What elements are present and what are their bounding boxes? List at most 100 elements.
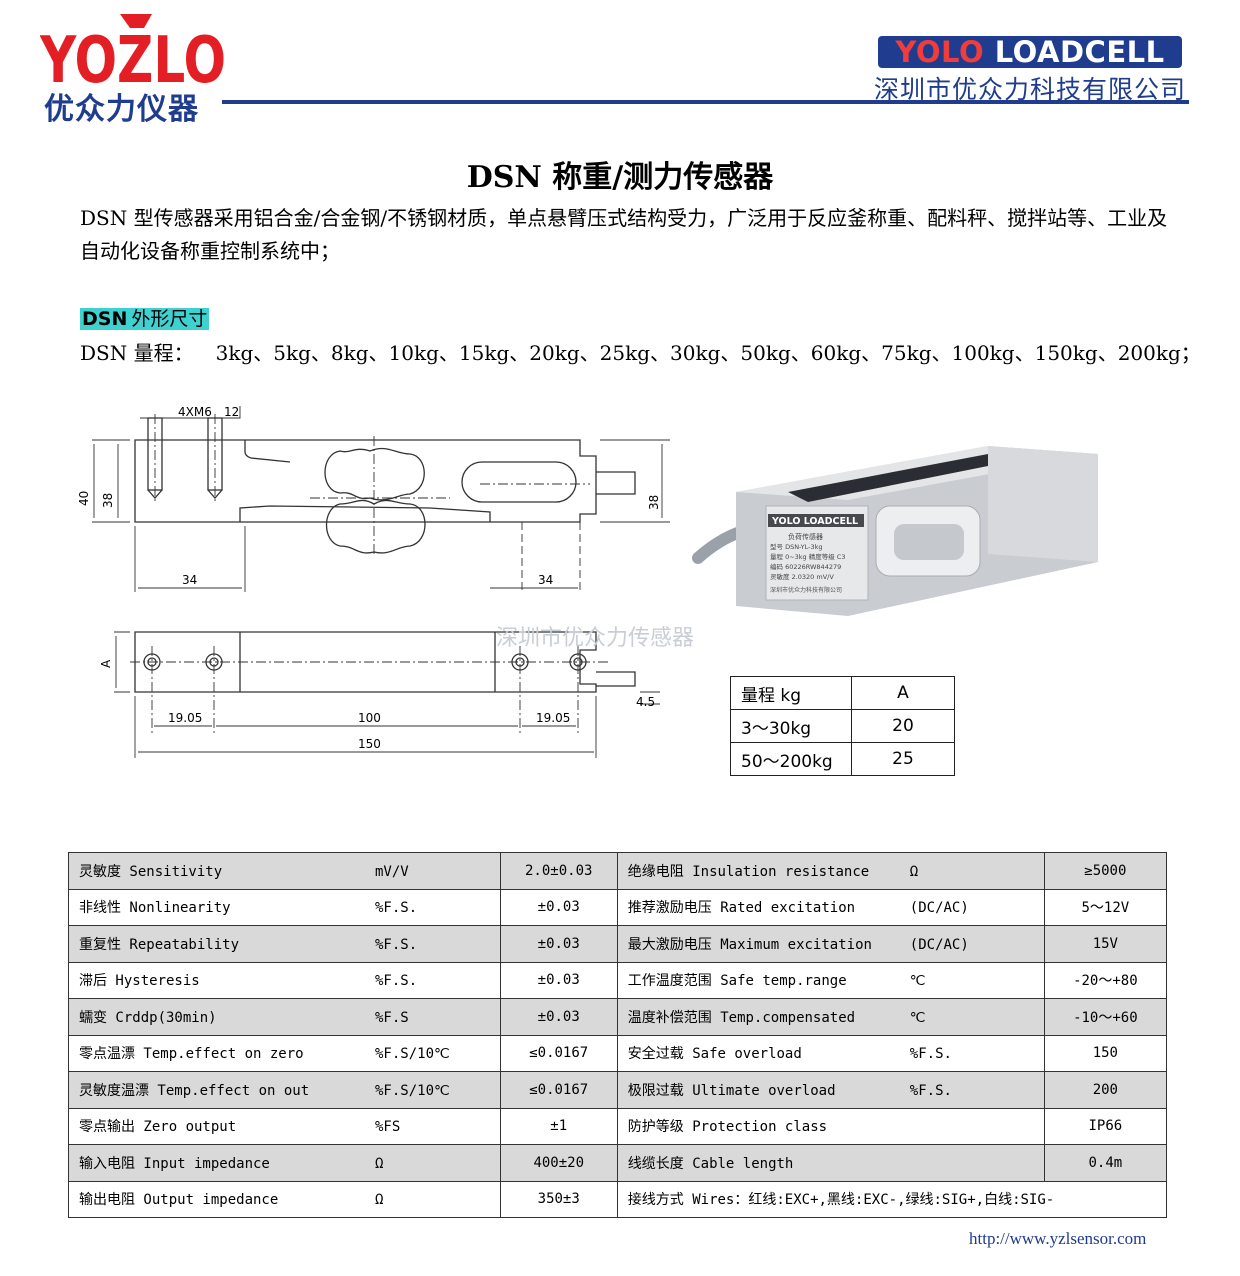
spec-right-unit: (DC/AC) xyxy=(909,900,969,917)
spec-right-unit: Ω xyxy=(909,863,919,880)
spec-left-value: 2.0±0.03 xyxy=(525,862,593,879)
spec-left-unit: mV/V xyxy=(375,863,409,880)
label-line4: 编码 60226RW844279 xyxy=(770,562,841,571)
dim-150: 150 xyxy=(358,737,381,751)
table-row: 50～200kg 25 xyxy=(730,742,955,776)
table-row: 灵敏度 Sensitivity mV/V 2.0±0.03 绝缘电阻 Insulati… xyxy=(68,852,1168,890)
spec-left-label: 非线性 Nonlinearity xyxy=(79,900,231,917)
dim-19-05-right: 19.05 xyxy=(536,711,570,725)
dim-4-5: 4.5 xyxy=(636,695,655,709)
ranges-values: 3kg、5kg、8kg、10kg、15kg、20kg、25kg、30kg、50k… xyxy=(215,341,1201,365)
dim-40: 40 xyxy=(77,491,91,506)
spec-right-label: 极限过载 Ultimate overload xyxy=(627,1082,836,1099)
slot-cutout xyxy=(461,461,577,503)
dim-38-right: 38 xyxy=(647,495,661,510)
spec-right-label: 最大激励电压 Maximum excitation xyxy=(627,936,872,953)
badge-yolo: YOLO xyxy=(895,35,985,69)
spec-left-label: 灵敏度温漂 Temp.effect on out xyxy=(79,1082,310,1099)
dim-19-05-left: 19.05 xyxy=(168,711,202,725)
spec-left-label: 灵敏度 Sensitivity xyxy=(79,863,223,880)
spec-right-value: IP66 xyxy=(1088,1118,1123,1135)
svg-text:YOLO LOADCELL: YOLO LOADCELL xyxy=(771,516,858,527)
header-divider xyxy=(222,100,1189,104)
thread-spec: 4XM6 xyxy=(178,405,212,419)
top-step-left xyxy=(244,440,291,463)
capacity-table: 量程 kg A 3～30kg 20 50～200kg 25 xyxy=(730,676,955,776)
spec-right-label: 安全过载 Safe overload xyxy=(627,1046,802,1063)
product-photo: YOLO LOADCELL YOLO LOADCELL 负荷传感器 型号 DSN… xyxy=(692,446,1098,616)
capacity-header-a: A xyxy=(851,676,955,710)
bottom-step xyxy=(239,505,491,522)
cable-plan xyxy=(596,671,636,687)
label-line1: 负荷传感器 xyxy=(788,532,823,541)
thread-tips xyxy=(147,489,223,499)
spec-right-label: 温度补偿范围 Temp.compensated xyxy=(627,1009,856,1026)
spec-left-label: 蠕变 Crddp(30min) xyxy=(79,1009,217,1026)
thread-depth: 12 xyxy=(224,405,239,419)
dimension-drawing: 40 38 38 4XM6 12 34 34 A 4.5 19.05 100 1… xyxy=(77,405,670,758)
intro-paragraph: DSN 型传感器采用铝合金/合金钢/不锈钢材质，单点悬臂压式结构受力，广泛用于反… xyxy=(80,206,1168,263)
spec-right-value: 150 xyxy=(1092,1045,1118,1062)
spec-right-value: 0.4m xyxy=(1088,1154,1123,1171)
logo-text: YOZLO xyxy=(40,24,226,88)
dim-34-right: 34 xyxy=(538,573,553,587)
spec-left-label: 零点输出 Zero output xyxy=(79,1119,237,1136)
spec-right-value: ≥5000 xyxy=(1084,862,1127,879)
cable-front xyxy=(596,471,636,495)
spec-left-value: ≤0.0167 xyxy=(529,1045,589,1062)
spec-left-label: 零点温漂 Temp.effect on zero xyxy=(79,1046,304,1063)
cable xyxy=(692,526,746,564)
center-lines xyxy=(154,414,590,556)
spec-right-label: 防护等级 Protection class xyxy=(627,1119,828,1136)
spec-left-value: ±0.03 xyxy=(537,972,580,989)
spec-left-unit: %F.S/10℃ xyxy=(375,1046,450,1063)
spec-right-value: -10～+60 xyxy=(1073,1009,1138,1026)
front-view-outline xyxy=(134,439,597,523)
capacity-header-range: 量程 kg xyxy=(730,676,852,710)
ranges-label: DSN 量程： xyxy=(80,341,194,365)
spec-left-label: 滞后 Hysteresis xyxy=(79,973,200,990)
label-line5: 灵敏度 2.0320 mV/V xyxy=(770,572,834,581)
spec-right-unit: %F.S. xyxy=(909,1046,952,1063)
spec-right-value: -20～+80 xyxy=(1073,973,1138,990)
table-row: 零点温漂 Temp.effect on zero %F.S/10℃ ≤0.0167 安… xyxy=(68,1034,1168,1072)
spec-left-value: ≤0.0167 xyxy=(529,1081,589,1098)
spec-left-unit: Ω xyxy=(375,1192,384,1209)
dim-38: 38 xyxy=(101,493,115,508)
spec-table: 灵敏度 Sensitivity mV/V 2.0±0.03 绝缘电阻 Insulati… xyxy=(68,852,1168,1218)
company-name: 深圳市优众力科技有限公司 xyxy=(874,75,1187,104)
table-row: 3～30kg 20 xyxy=(730,709,955,743)
label-line3: 量程 0~3kg 精度等级 C3 xyxy=(770,552,845,561)
spec-left-label: 输入电阻 Input impedance xyxy=(79,1155,270,1172)
spec-right-label: 推荐激励电压 Rated excitation xyxy=(627,900,856,917)
dim-100: 100 xyxy=(358,711,381,725)
section-heading-text: 外形尺寸 xyxy=(129,308,210,330)
spec-right-unit: ℃ xyxy=(909,973,926,990)
spec-right-label: 接线方式 Wires：红线:EXC+,黑线:EXC-,绿线:SIG+,白线:SI… xyxy=(627,1192,1055,1209)
spec-left-label: 重复性 Repeatability xyxy=(79,936,240,953)
spec-left-value: ±1 xyxy=(550,1118,568,1135)
logo-chinese-name: 优众力仪器 xyxy=(44,92,199,127)
capacity-ranges: DSN 量程： 3kg、5kg、8kg、10kg、15kg、20kg、25kg、3… xyxy=(80,337,1201,366)
plan-view-outline xyxy=(134,631,597,693)
badge-loadcell: LOADCELL xyxy=(994,35,1165,69)
spec-right-label: 绝缘电阻 Insulation resistance xyxy=(627,863,870,880)
spec-right-label: 线缆长度 Cable length xyxy=(627,1155,794,1172)
spec-left-unit: Ω xyxy=(375,1155,384,1172)
spec-right-label: 工作温度范围 Safe temp.range xyxy=(627,973,847,990)
dim-34-left: 34 xyxy=(182,573,197,587)
dim-A: A xyxy=(99,659,113,668)
spec-left-value: 350±3 xyxy=(537,1191,580,1208)
logo-crown-icon xyxy=(120,14,152,28)
spec-left-value: ±0.03 xyxy=(537,1008,580,1025)
spec-left-unit: %F.S. xyxy=(375,936,418,953)
watermark: 深圳市优众力传感器 xyxy=(496,626,695,651)
